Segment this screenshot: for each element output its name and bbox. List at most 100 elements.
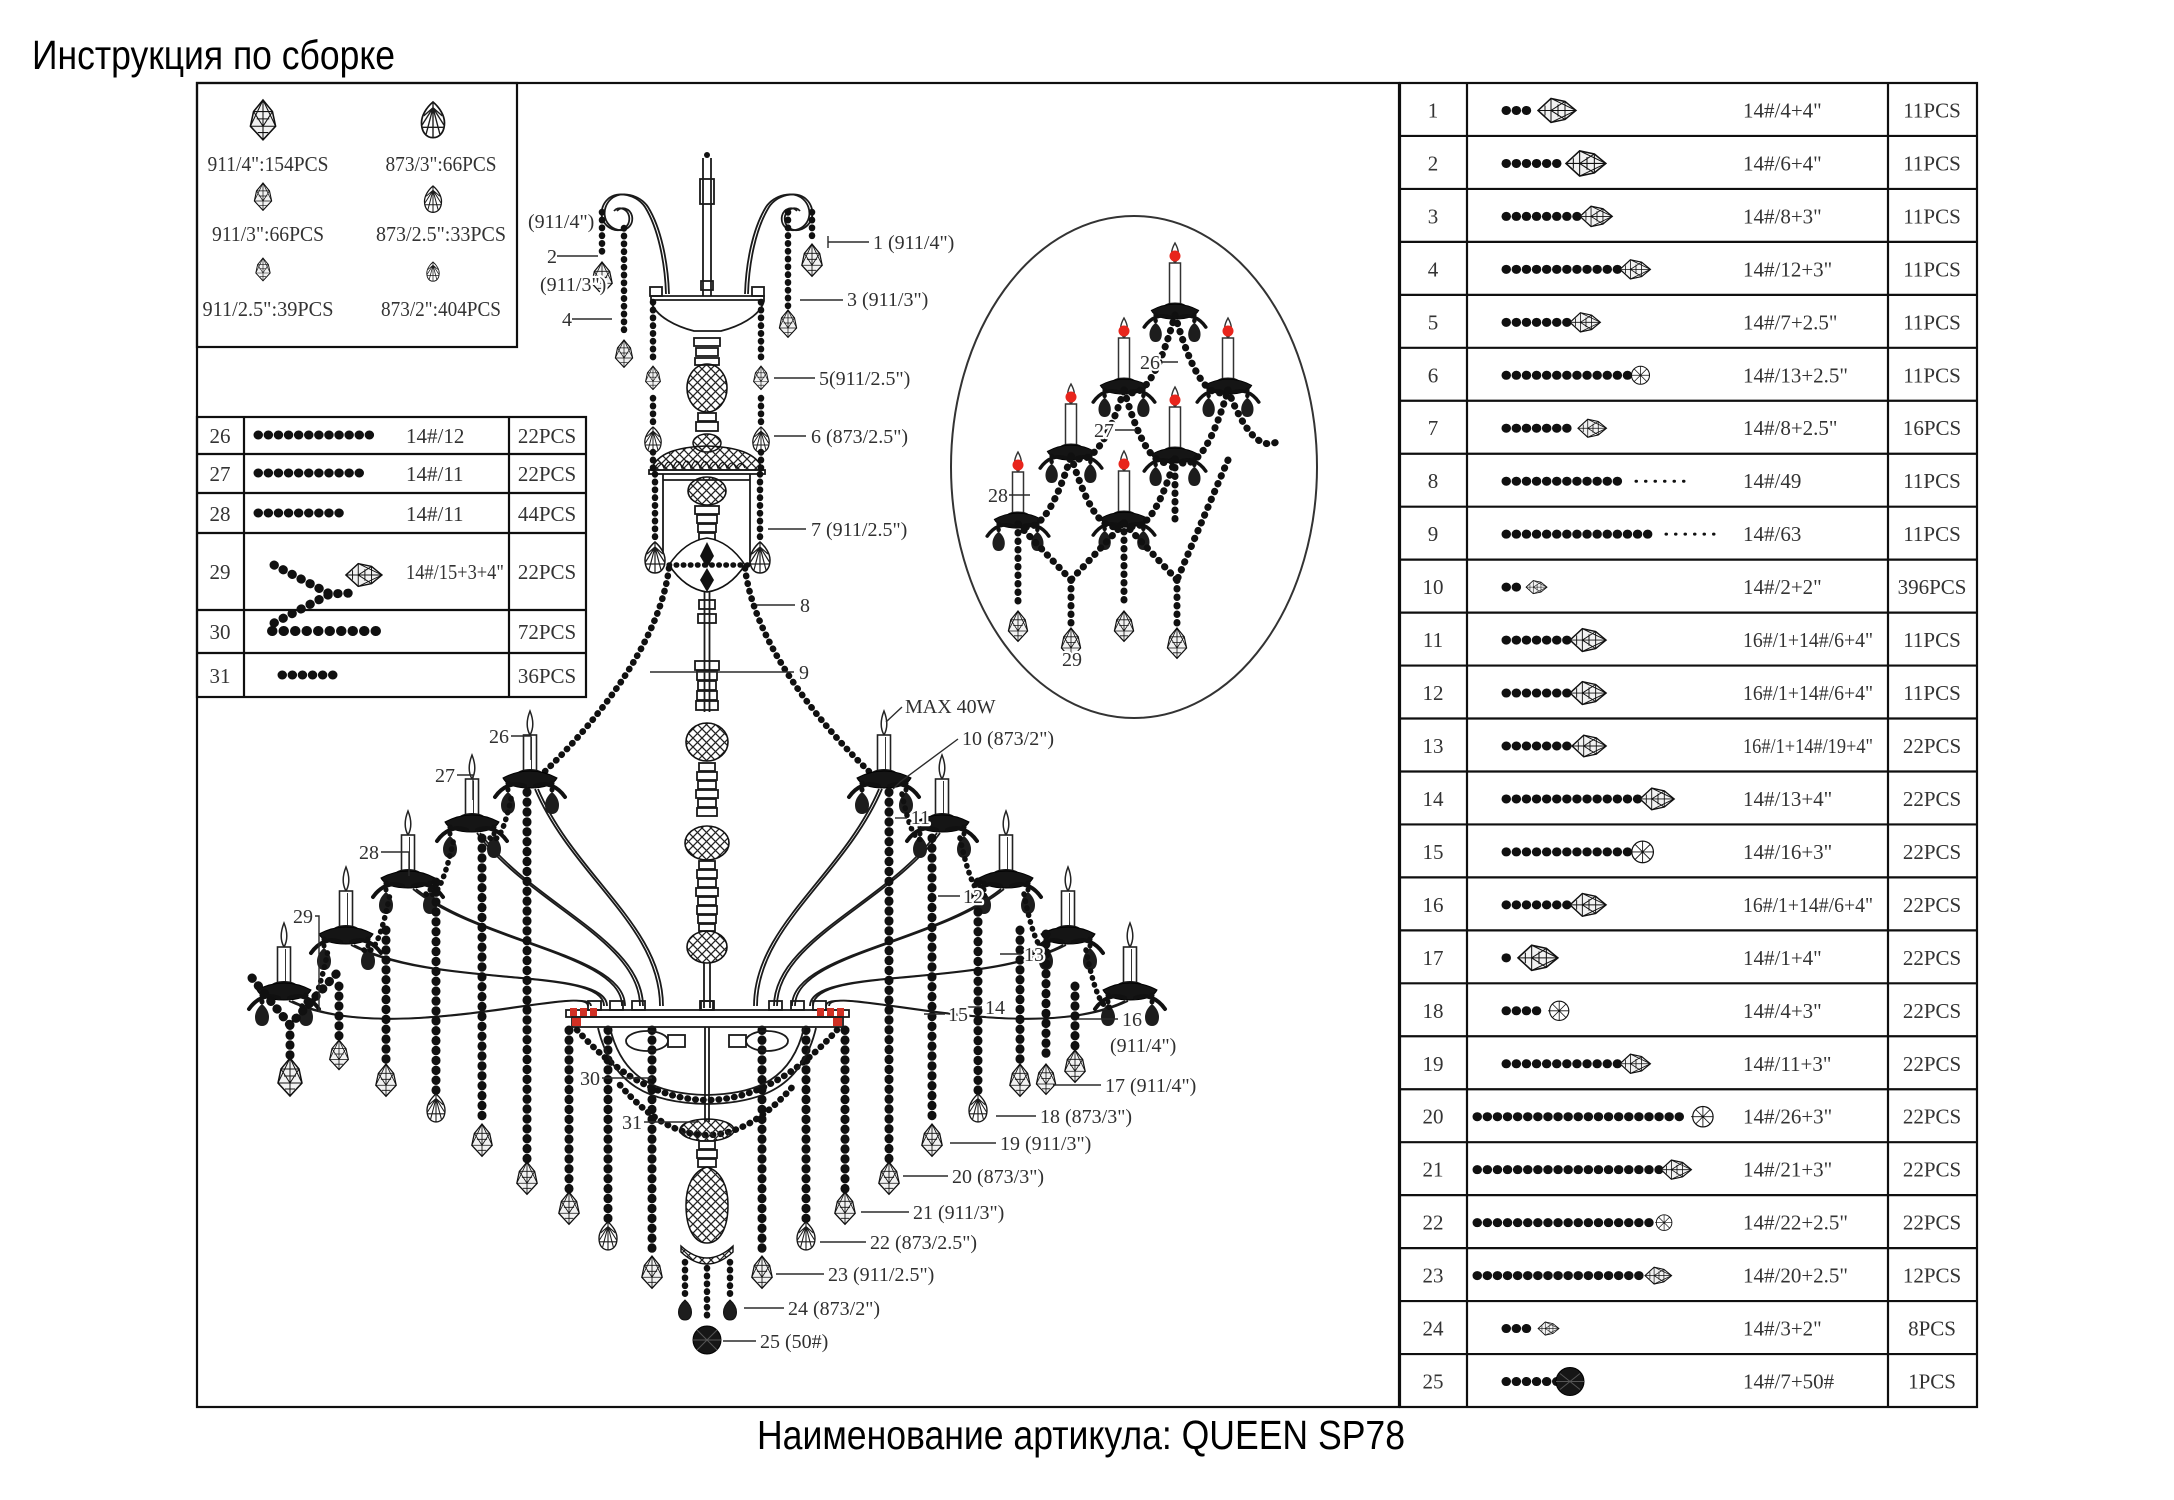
svg-text:22PCS: 22PCS [1903,787,1961,811]
svg-text:17: 17 [1423,946,1444,970]
svg-text:25 (50#): 25 (50#) [760,1331,828,1353]
svg-text:31: 31 [210,664,231,688]
svg-text:23: 23 [1423,1264,1444,1288]
svg-text:9: 9 [799,662,809,684]
svg-text:11PCS: 11PCS [1903,363,1961,387]
svg-text:873/2.5":33PCS: 873/2.5":33PCS [376,222,506,246]
svg-text:4: 4 [562,309,572,331]
svg-text:22PCS: 22PCS [1903,840,1961,864]
svg-text:29: 29 [1062,649,1082,671]
svg-text:14#/7+50#: 14#/7+50# [1743,1370,1835,1394]
svg-text:(911/4"): (911/4") [528,211,594,233]
svg-text:3: 3 [1428,204,1439,228]
svg-text:22PCS: 22PCS [1903,734,1961,758]
svg-text:396PCS: 396PCS [1898,575,1967,599]
svg-text:11PCS: 11PCS [1903,628,1961,652]
svg-text:28: 28 [210,502,231,526]
svg-text:9: 9 [1428,522,1439,546]
svg-text:12: 12 [963,886,983,908]
svg-text:22PCS: 22PCS [518,462,576,486]
svg-text:44PCS: 44PCS [518,502,576,526]
svg-text:15: 15 [1423,840,1444,864]
svg-text:873/3":66PCS: 873/3":66PCS [386,152,497,176]
svg-text:10: 10 [1423,575,1444,599]
svg-text:12PCS: 12PCS [1903,1264,1961,1288]
svg-text:11PCS: 11PCS [1903,681,1961,705]
svg-text:14#/11: 14#/11 [406,462,464,486]
svg-text:11PCS: 11PCS [1903,204,1961,228]
svg-text:15: 15 [948,1004,968,1026]
svg-text:5(911/2.5"): 5(911/2.5") [819,368,910,390]
svg-text:911/2.5":39PCS: 911/2.5":39PCS [203,297,334,321]
svg-text:22PCS: 22PCS [1903,1105,1961,1129]
svg-text:25: 25 [1423,1370,1444,1394]
svg-text:14#/11+3": 14#/11+3" [1743,1052,1831,1076]
svg-text:11PCS: 11PCS [1903,151,1961,175]
svg-text:MAX 40W: MAX 40W [905,696,996,718]
svg-text:22PCS: 22PCS [1903,893,1961,917]
svg-text:14#/4+3": 14#/4+3" [1743,999,1822,1023]
svg-text:16#/1+14#/6+4": 16#/1+14#/6+4" [1743,893,1873,917]
svg-text:28: 28 [359,842,379,864]
svg-text:26: 26 [1140,352,1160,374]
svg-text:11PCS: 11PCS [1903,469,1961,493]
svg-text:22PCS: 22PCS [518,560,576,584]
svg-text:12: 12 [1423,681,1444,705]
svg-text:14#/4+4": 14#/4+4" [1743,98,1822,122]
svg-text:8: 8 [1428,469,1439,493]
svg-text:22PCS: 22PCS [1903,1211,1961,1235]
svg-text:30: 30 [210,620,231,644]
svg-text:17 (911/4"): 17 (911/4") [1105,1075,1196,1097]
svg-text:22PCS: 22PCS [1903,999,1961,1023]
svg-text:29: 29 [293,906,313,928]
svg-text:28: 28 [988,485,1008,507]
svg-text:16#/1+14#/6+4": 16#/1+14#/6+4" [1743,628,1873,652]
svg-text:19 (911/3"): 19 (911/3") [1000,1133,1091,1155]
svg-text:11PCS: 11PCS [1903,310,1961,334]
svg-text:16: 16 [1423,893,1444,917]
svg-text:18: 18 [1423,999,1444,1023]
svg-text:14#/1+4": 14#/1+4" [1743,946,1822,970]
svg-text:14#/21+3": 14#/21+3" [1743,1158,1832,1182]
svg-text:16: 16 [1122,1009,1142,1031]
svg-text:14: 14 [1423,787,1445,811]
svg-text:22PCS: 22PCS [1903,946,1961,970]
svg-text:30: 30 [580,1068,600,1090]
svg-text:14#/13+2.5": 14#/13+2.5" [1743,363,1848,387]
svg-text:Инструкция по сборке: Инструкция по сборке [32,32,395,78]
svg-text:23 (911/2.5"): 23 (911/2.5") [828,1264,934,1286]
svg-text:14#/22+2.5": 14#/22+2.5" [1743,1211,1848,1235]
svg-text:14: 14 [985,997,1005,1019]
svg-text:36PCS: 36PCS [518,664,576,688]
svg-text:6 (873/2.5"): 6 (873/2.5") [811,426,908,448]
svg-text:20 (873/3"): 20 (873/3") [952,1166,1044,1188]
svg-text:21 (911/3"): 21 (911/3") [913,1202,1004,1224]
svg-text:11PCS: 11PCS [1903,98,1961,122]
svg-text:10 (873/2"): 10 (873/2") [962,728,1054,750]
svg-text:11PCS: 11PCS [1903,522,1961,546]
svg-text:27: 27 [210,462,231,486]
svg-text:24: 24 [1423,1317,1445,1341]
svg-text:27: 27 [1094,420,1114,442]
svg-text:8: 8 [800,595,810,617]
svg-text:14#/16+3": 14#/16+3" [1743,840,1832,864]
svg-text:6: 6 [1428,363,1439,387]
svg-text:14#/8+3": 14#/8+3" [1743,204,1822,228]
svg-text:2: 2 [547,246,557,268]
svg-text:14#/49: 14#/49 [1743,469,1801,493]
svg-text:8PCS: 8PCS [1908,1317,1956,1341]
svg-text:14#/8+2.5": 14#/8+2.5" [1743,416,1838,440]
svg-text:19: 19 [1423,1052,1444,1076]
svg-text:14#/11: 14#/11 [406,502,464,526]
svg-text:14#/2+2": 14#/2+2" [1743,575,1822,599]
svg-text:20: 20 [1423,1105,1444,1129]
svg-text:72PCS: 72PCS [518,620,576,644]
svg-text:11PCS: 11PCS [1903,257,1961,281]
svg-text:7: 7 [1428,416,1439,440]
svg-text:(911/3"): (911/3") [540,274,606,296]
svg-text:22PCS: 22PCS [1903,1158,1961,1182]
svg-text:14#/63: 14#/63 [1743,522,1801,546]
svg-text:24 (873/2"): 24 (873/2") [788,1298,880,1320]
svg-text:3 (911/3"): 3 (911/3") [847,289,928,311]
svg-text:22PCS: 22PCS [1903,1052,1961,1076]
